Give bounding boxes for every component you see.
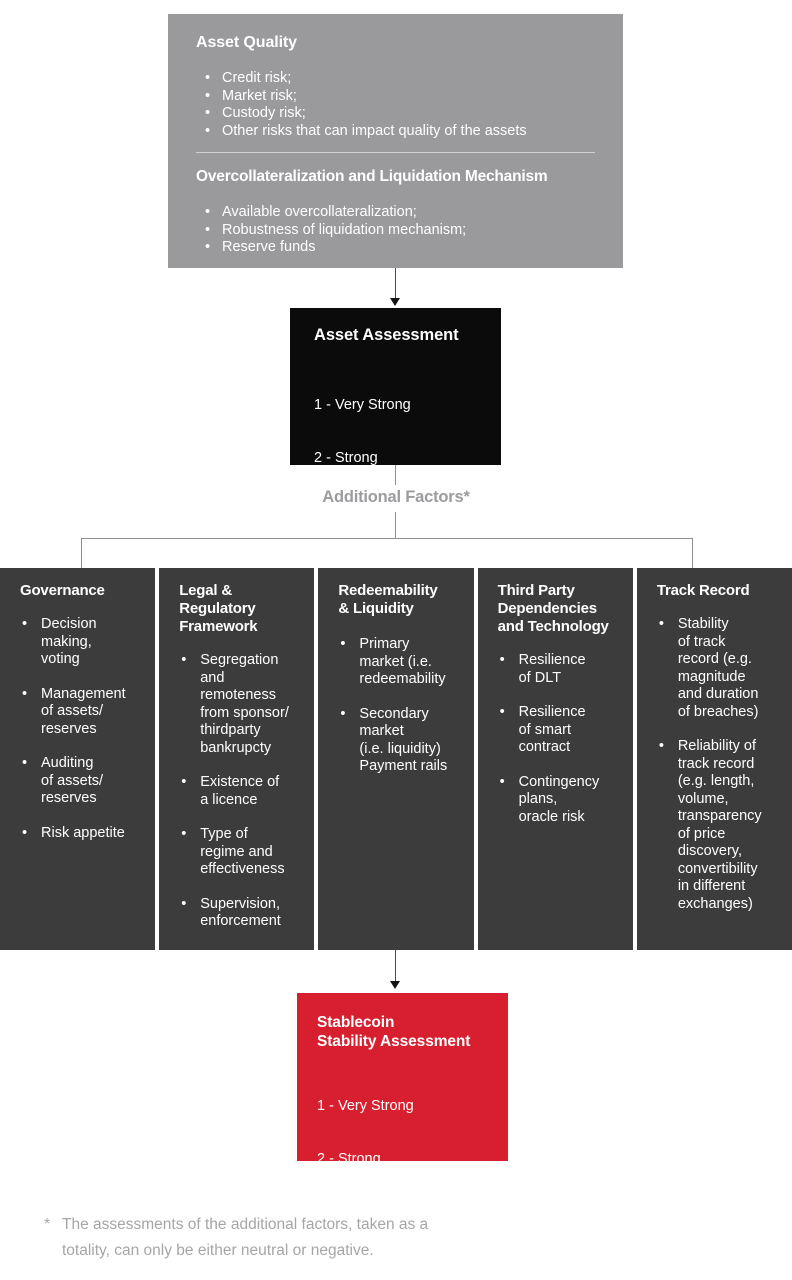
rating-line: 1 - Very Strong (317, 1098, 414, 1114)
column-list: •Stability of track record (e.g. magnitu… (657, 616, 784, 913)
connector-line (692, 538, 693, 568)
factor-columns-row: Governance •Decision making, voting •Man… (0, 568, 792, 950)
column-list: •Segregation and remoteness from sponsor… (179, 652, 306, 931)
list-item: •Segregation and remoteness from sponsor… (181, 652, 289, 756)
bullet-icon: • (22, 685, 28, 702)
bullet-icon: • (205, 221, 211, 238)
bullet-icon: • (205, 105, 211, 121)
asset-quality-box: Asset Quality •Credit risk; •Market risk… (168, 14, 623, 268)
list-item: •Stability of track record (e.g. magnitu… (658, 616, 759, 720)
list-item: •Reserve funds (205, 239, 316, 255)
bullet-icon: • (22, 824, 28, 841)
asset-assessment-box: Asset Assessment 1 - Very Strong 2 - Str… (290, 308, 501, 623)
list-item: •Type of regime and effectiveness (181, 826, 285, 877)
list-item: •Primary market (i.e. redeemability (340, 636, 446, 687)
track-record-column: Track Record •Stability of track record … (636, 568, 792, 950)
bullet-icon: • (205, 239, 211, 255)
list-item: •Reliability of track record (e.g. lengt… (658, 738, 762, 912)
arrow-shaft (395, 950, 396, 982)
rating-line: 3 - Adequate (317, 1203, 400, 1219)
connector-line (395, 512, 396, 538)
column-list: •Resilience of DLT •Resilience of smart … (498, 652, 625, 826)
list-item: •Available overcollateralization; (205, 204, 417, 220)
rating-line: 3 - Adequate (314, 502, 397, 518)
bullet-icon: • (205, 122, 211, 139)
arrow-head (390, 298, 400, 306)
bullet-icon: • (181, 774, 187, 790)
down-arrow-icon (390, 268, 401, 306)
list-item: •Credit risk; (205, 70, 292, 86)
connector-line (81, 538, 82, 568)
footnote-text: The assessments of the additional factor… (62, 1216, 429, 1259)
arrow-head (390, 981, 400, 989)
list-item: •Other risks that can impact quality of … (205, 122, 527, 139)
bullet-icon: • (499, 773, 505, 790)
redeemability-liquidity-column: Redeemability & Liquidity •Primary marke… (318, 568, 474, 950)
overcollateralization-title: Overcollateralization and Liquidation Me… (196, 168, 548, 185)
stablecoin-stability-title: Stablecoin Stability Assessment (317, 1014, 471, 1050)
arrow-shaft (395, 268, 396, 299)
column-list: •Decision making, voting •Management of … (20, 616, 147, 842)
list-item: •Resilience of DLT (499, 652, 586, 686)
overcollateralization-list: •Available overcollateralization; •Robus… (196, 204, 595, 257)
list-item: •Robustness of liquidation mechanism; (205, 221, 467, 238)
column-title: Third Party Dependencies and Technology (497, 582, 609, 635)
column-title: Governance (20, 582, 105, 599)
list-item: •Contingency plans, oracle risk (499, 773, 600, 825)
bullet-icon: • (499, 652, 505, 668)
additional-factors-label: Additional Factors* (322, 488, 470, 506)
bullet-icon: • (499, 704, 505, 720)
rating-line: 2 - Strong (317, 1150, 381, 1167)
bullet-icon: • (22, 755, 28, 771)
list-item: •Risk appetite (22, 824, 125, 841)
asset-quality-title: Asset Quality (196, 34, 297, 51)
third-party-technology-column: Third Party Dependencies and Technology … (477, 568, 633, 950)
rating-line: 1 - Very Strong (314, 397, 411, 413)
rating-line: 4 - Constrained (317, 1255, 417, 1272)
bullet-icon: • (205, 204, 211, 220)
asset-quality-list: •Credit risk; •Market risk; •Custody ris… (196, 70, 595, 140)
governance-column: Governance •Decision making, voting •Man… (0, 568, 156, 950)
column-title: Redeemability & Liquidity (338, 582, 438, 617)
bullet-icon: • (181, 895, 187, 912)
list-item: •Secondary market (i.e. liquidity) Payme… (340, 705, 448, 775)
connector-line (395, 465, 396, 485)
bullet-icon: • (340, 636, 346, 652)
bullet-icon: • (658, 616, 664, 632)
asset-assessment-title: Asset Assessment (314, 326, 459, 344)
connector-crossbar (81, 538, 693, 539)
rating-line: 4 - Constrained (314, 554, 414, 571)
list-item: •Supervision, enforcement (181, 895, 281, 930)
stablecoin-stability-box: Stablecoin Stability Assessment 1 - Very… (297, 993, 508, 1272)
bullet-icon: • (181, 652, 187, 668)
list-item: •Custody risk; (205, 105, 306, 121)
section-divider (196, 152, 595, 153)
footnote-asterisk: * (44, 1216, 51, 1233)
down-arrow-icon (390, 950, 401, 989)
legal-regulatory-column: Legal & Regulatory Framework •Segregatio… (159, 568, 315, 950)
bullet-icon: • (205, 87, 211, 104)
list-item: •Auditing of assets/ reserves (22, 755, 104, 806)
list-item: •Existence of a licence (181, 774, 280, 808)
bullet-icon: • (658, 738, 664, 754)
list-item: •Management of assets/ reserves (22, 685, 126, 737)
bullet-icon: • (205, 70, 211, 86)
stability-ratings: 1 - Very Strong 2 - Strong 3 - Adequate … (317, 1063, 488, 1280)
footnote: * The assessments of the additional fact… (44, 1212, 428, 1264)
list-item: •Decision making, voting (22, 616, 97, 667)
column-title: Legal & Regulatory Framework (179, 582, 258, 635)
list-item: •Market risk; (205, 87, 297, 104)
column-title: Track Record (656, 582, 750, 599)
list-item: •Resilience of smart contract (499, 704, 586, 755)
bullet-icon: • (22, 616, 28, 632)
rating-line: 2 - Strong (314, 449, 378, 466)
column-list: •Primary market (i.e. redeemability •Sec… (338, 636, 465, 776)
bullet-icon: • (340, 705, 346, 722)
bullet-icon: • (181, 826, 187, 842)
